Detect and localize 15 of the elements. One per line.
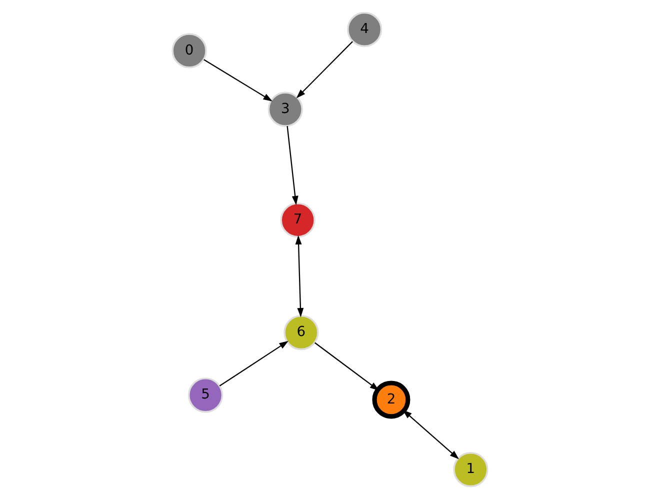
arrow [314,342,380,391]
node-circle: 1 [453,452,488,488]
node-circle: 7 [280,202,316,238]
arrow [219,340,288,386]
node-circle: 5 [188,378,224,413]
arrow [295,235,304,318]
arrow [296,41,353,98]
node-circle: 6 [284,315,319,350]
arrow [286,126,298,206]
node-circle: 0 [172,33,207,68]
node-circle: 3 [268,92,303,127]
arrow [204,59,272,102]
node-circle: 2 [372,380,410,419]
node-circle: 4 [347,12,382,47]
arrow [402,410,459,460]
